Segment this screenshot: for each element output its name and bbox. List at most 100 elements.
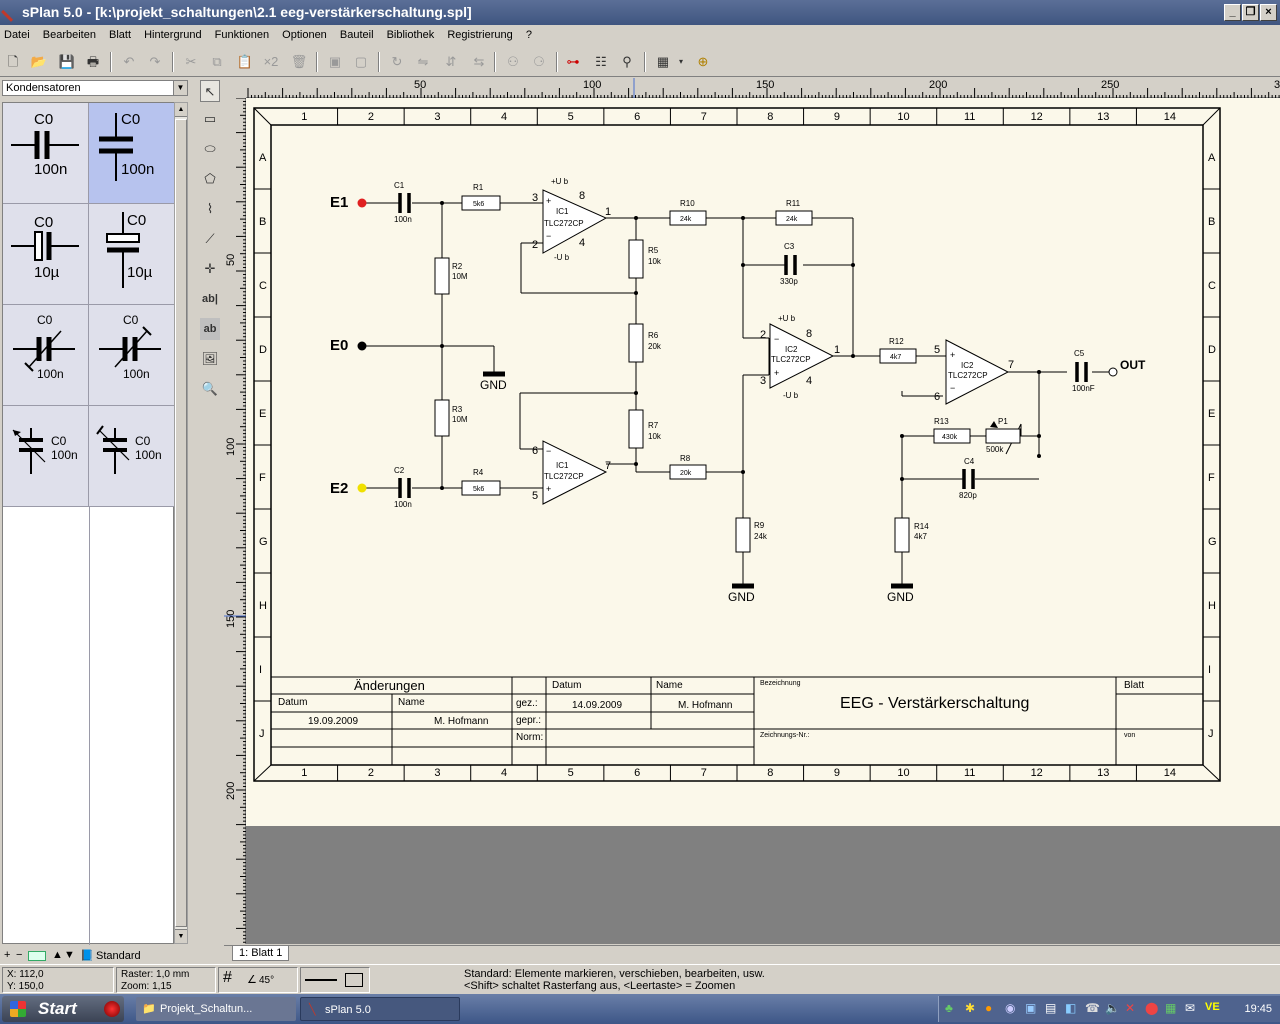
move-up-arrow-icon[interactable]: ▲ bbox=[52, 949, 63, 961]
ruler-label: 100 bbox=[583, 79, 602, 91]
tray-icon[interactable]: ☎ bbox=[1085, 1001, 1100, 1015]
taskbar-item-splan[interactable]: ╲ sPlan 5.0 bbox=[300, 997, 460, 1021]
library-scrollbar[interactable]: ▲ ▼ bbox=[174, 102, 188, 944]
menu-datei[interactable]: Datei bbox=[4, 29, 30, 41]
to-back-icon[interactable]: ▢ bbox=[354, 54, 368, 69]
tray-icon[interactable]: ▦ bbox=[1165, 1001, 1177, 1015]
menu-bibliothek[interactable]: Bibliothek bbox=[386, 29, 435, 41]
line-icon[interactable]: ⟋ bbox=[205, 231, 215, 246]
textbox-icon[interactable]: ab bbox=[200, 318, 220, 340]
tray-icon[interactable]: ◧ bbox=[1065, 1001, 1077, 1015]
print-icon[interactable]: 🖶 bbox=[86, 54, 100, 69]
tab-blatt-1[interactable]: 1: Blatt 1 bbox=[232, 946, 290, 961]
tray-icon[interactable]: ♣ bbox=[945, 1001, 953, 1015]
tray-icon[interactable]: ▤ bbox=[1045, 1001, 1057, 1015]
library-item[interactable]: C0 100n bbox=[3, 305, 89, 406]
fill-style-icon[interactable] bbox=[345, 973, 363, 987]
tray-icon[interactable]: ✱ bbox=[965, 1001, 976, 1015]
taskbar-item-explorer[interactable]: 📁 Projekt_Schaltun... bbox=[136, 997, 296, 1021]
start-button[interactable]: Start bbox=[2, 996, 124, 1022]
polygon-icon[interactable]: ⬠ bbox=[204, 171, 216, 186]
speaker-icon[interactable]: 🔈 bbox=[1105, 1001, 1120, 1015]
tray-icon[interactable]: ◉ bbox=[1005, 1001, 1016, 1015]
move-down-arrow-icon[interactable]: ▼ bbox=[64, 949, 75, 961]
redo-icon[interactable]: ↷ bbox=[149, 54, 161, 69]
tray-icon[interactable]: ● bbox=[985, 1001, 993, 1015]
library-item[interactable]: C0 100n bbox=[3, 406, 89, 507]
svg-text:−: − bbox=[546, 231, 551, 241]
menu-hintergrund[interactable]: Hintergrund bbox=[144, 29, 202, 41]
scroll-up-arrow-icon[interactable]: ▲ bbox=[175, 103, 187, 117]
close-button[interactable]: × bbox=[1260, 4, 1277, 21]
paste-icon[interactable]: 📋 bbox=[236, 54, 254, 69]
rotate-icon[interactable]: ↻ bbox=[391, 54, 403, 69]
remove-icon[interactable]: − bbox=[16, 949, 23, 961]
tray-icon[interactable]: VE bbox=[1205, 1001, 1220, 1013]
tray-icon[interactable]: ✉ bbox=[1185, 1001, 1196, 1015]
mirror-horizontal-icon[interactable]: ⇋ bbox=[417, 54, 429, 69]
angle-icon[interactable]: ∠ bbox=[247, 974, 257, 986]
menu-optionen[interactable]: Optionen bbox=[282, 29, 327, 41]
scroll-down-arrow-icon[interactable]: ▼ bbox=[175, 929, 187, 943]
menu-registrierung[interactable]: Registrierung bbox=[447, 29, 513, 41]
menu-bearbeiten[interactable]: Bearbeiten bbox=[42, 29, 96, 41]
minimize-button[interactable]: _ bbox=[1224, 4, 1241, 21]
taskbar: Start 📁 Projekt_Schaltun... ╲ sPlan 5.0 … bbox=[0, 994, 1280, 1024]
library-item[interactable]: C0 100n bbox=[3, 103, 89, 204]
menu-bauteil[interactable]: Bauteil bbox=[339, 29, 374, 41]
library-item[interactable]: C0 10µ bbox=[3, 204, 89, 305]
open-folder-icon[interactable]: 📂 bbox=[30, 54, 48, 69]
menu-blatt[interactable]: Blatt bbox=[109, 29, 132, 41]
find-binoculars-icon[interactable]: ⚲ bbox=[622, 54, 632, 69]
group-icon[interactable]: ⚇ bbox=[507, 54, 519, 69]
grid-icon[interactable]: ▦ bbox=[656, 54, 670, 69]
save-icon[interactable]: 💾 bbox=[58, 54, 76, 69]
parts-list-icon[interactable]: ☷ bbox=[595, 54, 607, 69]
library-item[interactable]: C0 10µ bbox=[89, 204, 175, 305]
scroll-thumb[interactable] bbox=[175, 119, 187, 927]
tray-icon[interactable]: ✕ bbox=[1125, 1001, 1136, 1015]
image-icon[interactable]: 🖼 bbox=[201, 351, 219, 366]
duplicate-icon[interactable]: ×2 bbox=[263, 54, 279, 69]
cut-icon[interactable]: ✂ bbox=[185, 54, 197, 69]
library-item[interactable]: C0 100n bbox=[89, 406, 175, 507]
new-file-icon[interactable]: 🗋 bbox=[7, 54, 19, 69]
status-hint-2: <Shift> schaltet Rasterfang aus, <Leerta… bbox=[464, 980, 736, 992]
snap-grid-icon[interactable]: # bbox=[223, 969, 232, 986]
zoom-magnifier-icon[interactable]: 🔍 bbox=[201, 381, 219, 396]
ungroup-icon[interactable]: ⚆ bbox=[533, 54, 545, 69]
menu-help[interactable]: ? bbox=[525, 29, 532, 41]
restore-button[interactable]: ❐ bbox=[1242, 4, 1259, 21]
tray-icon[interactable]: ▣ bbox=[1025, 1001, 1037, 1015]
component-icon[interactable] bbox=[28, 951, 46, 961]
select-arrow-icon[interactable]: ↖ bbox=[200, 80, 220, 102]
svg-text:-U b: -U b bbox=[554, 253, 570, 262]
tray-icon[interactable]: ⬤ bbox=[1145, 1001, 1159, 1015]
undo-icon[interactable]: ↶ bbox=[123, 54, 135, 69]
bezier-icon[interactable]: ⌇ bbox=[206, 201, 214, 216]
item-value: 100n bbox=[34, 161, 68, 178]
zoom-icon[interactable]: ⊕ bbox=[697, 54, 709, 69]
item-value: 100n bbox=[123, 367, 150, 381]
add-icon[interactable]: + bbox=[4, 949, 11, 961]
ruler-label: 150 bbox=[225, 609, 237, 628]
text-icon[interactable]: ab| bbox=[202, 293, 218, 305]
line-style-icon[interactable] bbox=[305, 979, 337, 981]
delete-icon[interactable]: 🗑 bbox=[290, 54, 308, 69]
grid-dropdown-icon[interactable]: ▾ bbox=[678, 57, 683, 66]
menu-funktionen[interactable]: Funktionen bbox=[214, 29, 270, 41]
book-icon[interactable]: 📘 bbox=[80, 950, 94, 962]
chevron-down-icon[interactable]: ▼ bbox=[173, 81, 187, 95]
align-icon[interactable]: ⇆ bbox=[473, 54, 485, 69]
numbering-icon[interactable]: ⊶ bbox=[566, 54, 580, 69]
copy-icon[interactable]: ⧉ bbox=[212, 54, 222, 69]
library-item[interactable]: C0 100n bbox=[89, 305, 175, 406]
category-select[interactable]: Kondensatoren ▼ bbox=[2, 80, 188, 96]
mirror-vertical-icon[interactable]: ⇵ bbox=[445, 54, 457, 69]
ellipse-icon[interactable]: ⬭ bbox=[204, 141, 216, 156]
rectangle-icon[interactable]: ▭ bbox=[203, 111, 217, 126]
junction-icon[interactable]: ✛ bbox=[204, 261, 216, 276]
to-front-icon[interactable]: ▣ bbox=[328, 54, 342, 69]
library-item[interactable]: C0 100n bbox=[89, 103, 175, 204]
